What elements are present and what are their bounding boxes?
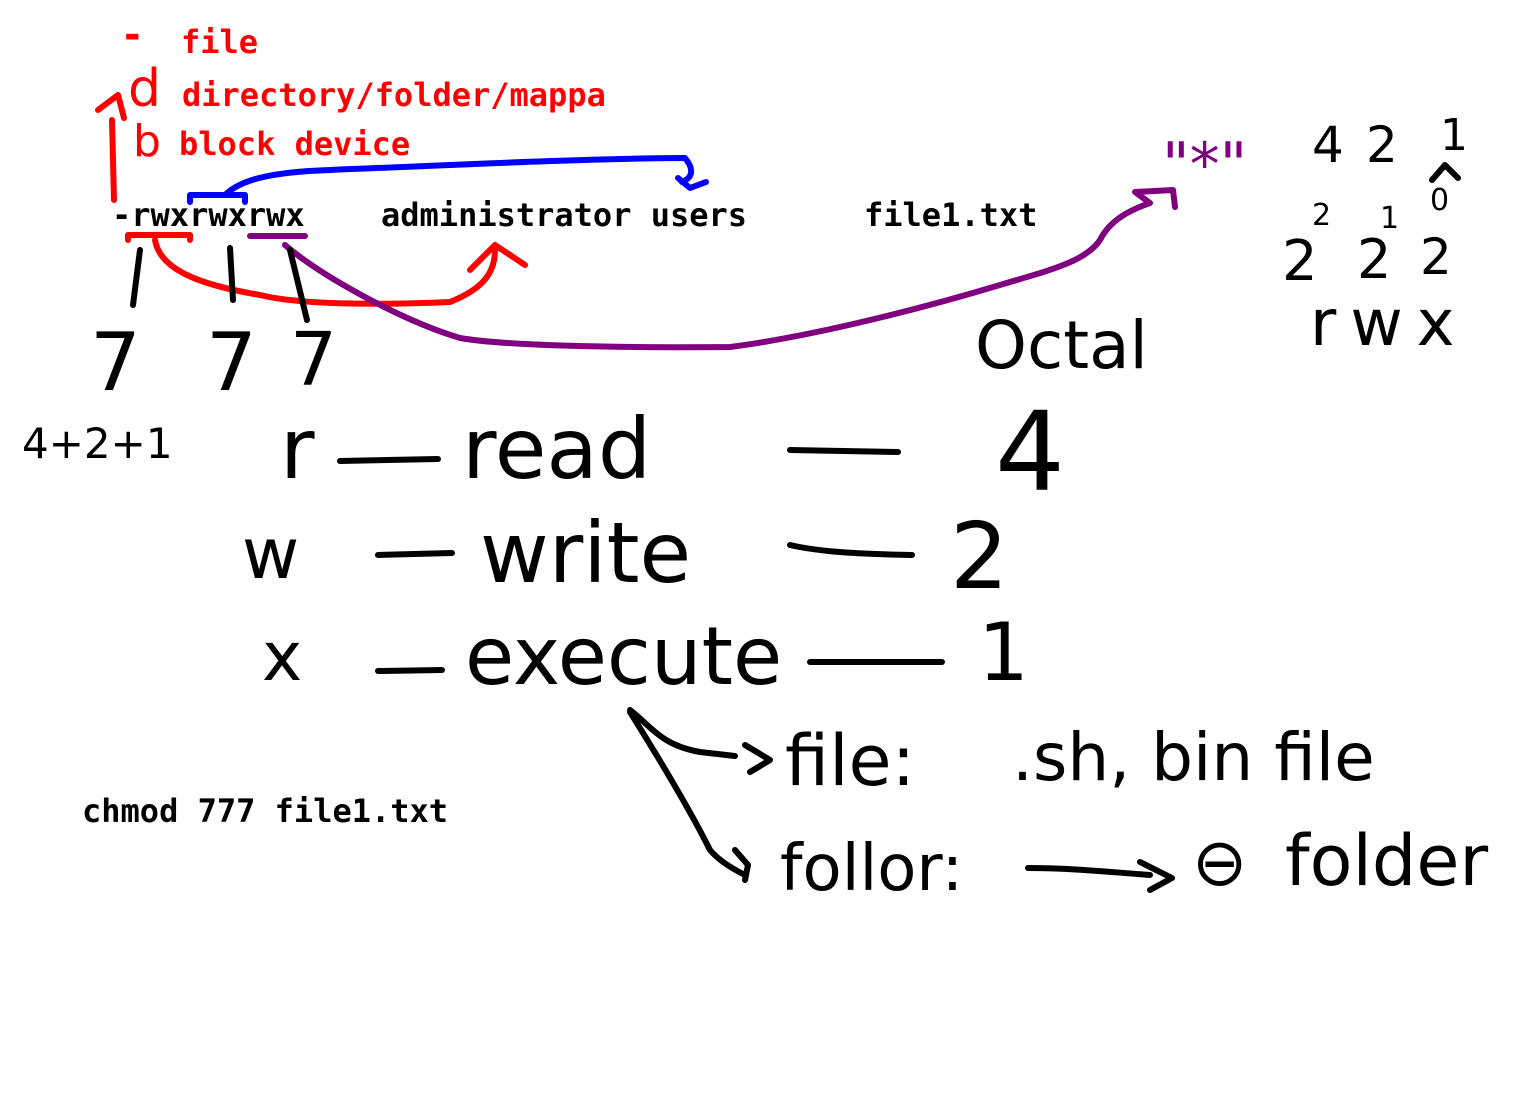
digit-group: 7 [206,316,257,409]
weight-4: 4 [1312,116,1344,174]
dash-glyph: - [124,12,141,58]
binary-weights: "*" 4 2 1 2 2 2 1 2 0 rwx [1162,110,1469,361]
weight-2: 2 [1366,116,1398,174]
legend-file-label: file [181,23,258,61]
blue-arrow-to-group [187,155,709,205]
permission-table: r read 4 w write 2 x execute 1 [242,388,1065,703]
user-underline [125,232,193,243]
power-base-0: 2 [1420,228,1452,286]
d-glyph: d [128,59,161,119]
perm-word-read: read [462,400,651,498]
file-note-examples: .sh, bin file [1012,719,1375,796]
ls-listing: -rwxrwxrwx administrator users file1.txt [112,196,1037,234]
file-type-legend: - file d directory/folder/mappa b block … [95,12,606,203]
folder-symbol: ⊖ [1192,824,1247,901]
legend-directory-label: directory/folder/mappa [182,76,606,114]
perm-value-1: 1 [978,606,1029,699]
b-glyph: b [133,116,161,167]
perm-other: rwx [247,196,305,234]
execute-notes: file: .sh, bin file follor: ⊖ folder [780,719,1488,906]
sum-expression: 4+2+1 [22,419,173,468]
perm-user: rwx [131,196,189,234]
type-char: - [112,196,131,234]
file-note-label: file: [785,720,915,802]
red-arrow-up [95,92,127,203]
perm-letter-r: r [280,400,315,498]
perm-word-execute: execute [465,610,782,703]
power-exp-1: 1 [1380,201,1399,236]
owner-group: administrator users [381,196,747,234]
octal-label: Octal [975,307,1148,384]
filename: file1.txt [864,196,1037,234]
red-arrow-to-owner [152,237,528,307]
power-base-2: 2 [1282,229,1318,294]
folder-note-label: follor: [780,832,963,906]
svg-text:-rwxrwxrwx: -rwxrwxrwx [112,196,305,234]
power-base-1: 2 [1357,228,1391,291]
purple-arrow-to-octal [282,187,1178,351]
wildcard-symbol: "*" [1162,130,1247,200]
folder-note-result: folder [1285,820,1488,902]
chmod-command: chmod 777 file1.txt [82,792,448,830]
folder-arrow [1025,859,1175,893]
digit-user: 7 [90,316,141,409]
octal-digits: 7 7 7 4+2+1 [22,316,337,468]
digit-pointer-lines [130,245,310,323]
rwx-label: rwx [1310,287,1469,361]
perm-group: rwx [189,196,247,234]
power-exp-2: 2 [1312,198,1331,233]
digit-other: 7 [290,317,337,403]
execute-branch-arrows [627,707,773,883]
perm-letter-x: x [262,618,302,697]
perm-word-write: write [480,504,691,602]
perm-value-2: 2 [950,503,1009,610]
power-exp-0: 0 [1430,183,1449,218]
caret-up [1429,162,1461,183]
weight-1: 1 [1440,110,1468,161]
legend-block-device-label: block device [179,125,410,163]
dash-lines [337,447,945,674]
perm-letter-w: w [242,513,299,595]
perm-value-4: 4 [995,388,1065,516]
